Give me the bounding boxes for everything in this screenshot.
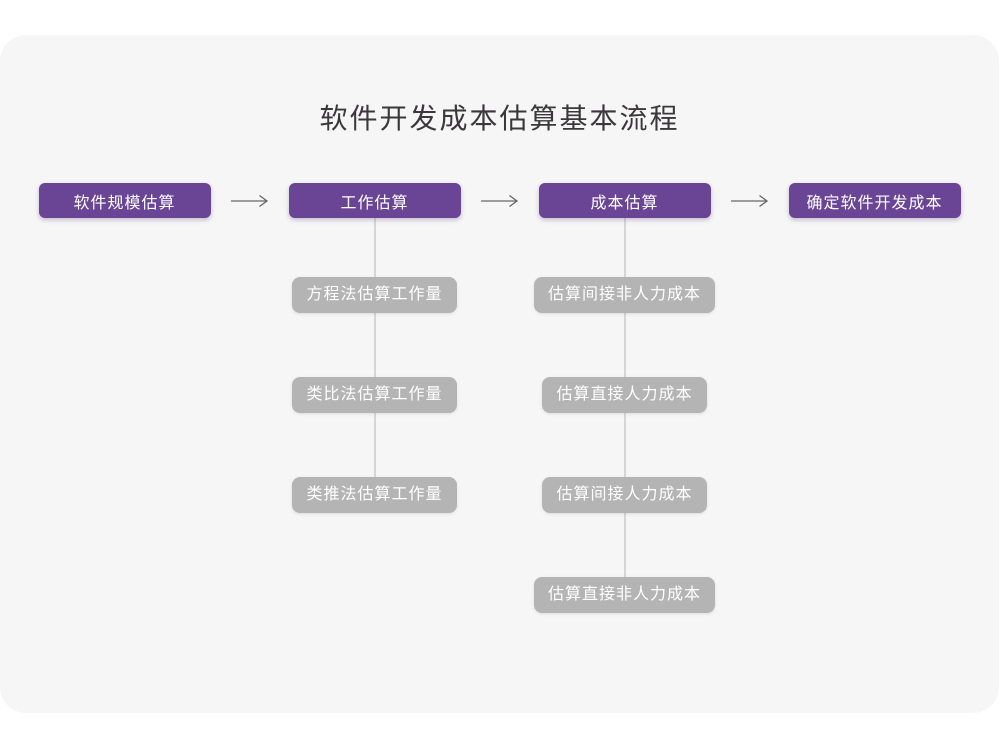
- flow-column-final-cost: 确定软件开发成本: [788, 183, 961, 218]
- flow-subnode-direct-labor-cost: 估算直接人力成本: [542, 377, 707, 413]
- right-arrow-icon: [730, 194, 768, 207]
- flow-column-cost-estimation: 成本估算 估算间接非人力成本 估算直接人力成本 估算间接人力成本 估算直接非人力…: [534, 183, 716, 613]
- right-arrow-icon: [230, 194, 268, 207]
- flowchart: 软件规模估算 工作估算 方程法估算工作量 类比法估算工作量 类推法估算工作量 成…: [0, 183, 999, 613]
- flow-column-scale-estimation: 软件规模估算: [38, 183, 211, 218]
- flow-column-work-estimation: 工作估算 方程法估算工作量 类比法估算工作量 类推法估算工作量: [288, 183, 461, 513]
- flow-node-determine-dev-cost: 确定软件开发成本: [788, 183, 961, 218]
- flow-subnode-direct-nonlabor-cost: 估算直接非人力成本: [534, 577, 716, 613]
- flow-arrow-1: [211, 183, 289, 218]
- flow-node-scale-estimation: 软件规模估算: [38, 183, 211, 218]
- flow-subnode-indirect-labor-cost: 估算间接人力成本: [542, 477, 707, 513]
- flow-subnode-extrapolation-method: 类推法估算工作量: [292, 477, 457, 513]
- flow-subnode-indirect-nonlabor-cost: 估算间接非人力成本: [534, 277, 716, 313]
- flow-subnode-analogy-method: 类比法估算工作量: [292, 377, 457, 413]
- flow-arrow-2: [461, 183, 539, 218]
- flow-arrow-3: [711, 183, 789, 218]
- flow-node-work-estimation: 工作估算: [288, 183, 461, 218]
- flow-node-cost-estimation: 成本估算: [538, 183, 711, 218]
- right-arrow-icon: [480, 194, 518, 207]
- flowchart-card: 软件开发成本估算基本流程 软件规模估算 工作估算 方程法估算工作量 类比法估算工…: [0, 35, 999, 713]
- flow-subnode-equation-method: 方程法估算工作量: [292, 277, 457, 313]
- page-title: 软件开发成本估算基本流程: [319, 103, 680, 134]
